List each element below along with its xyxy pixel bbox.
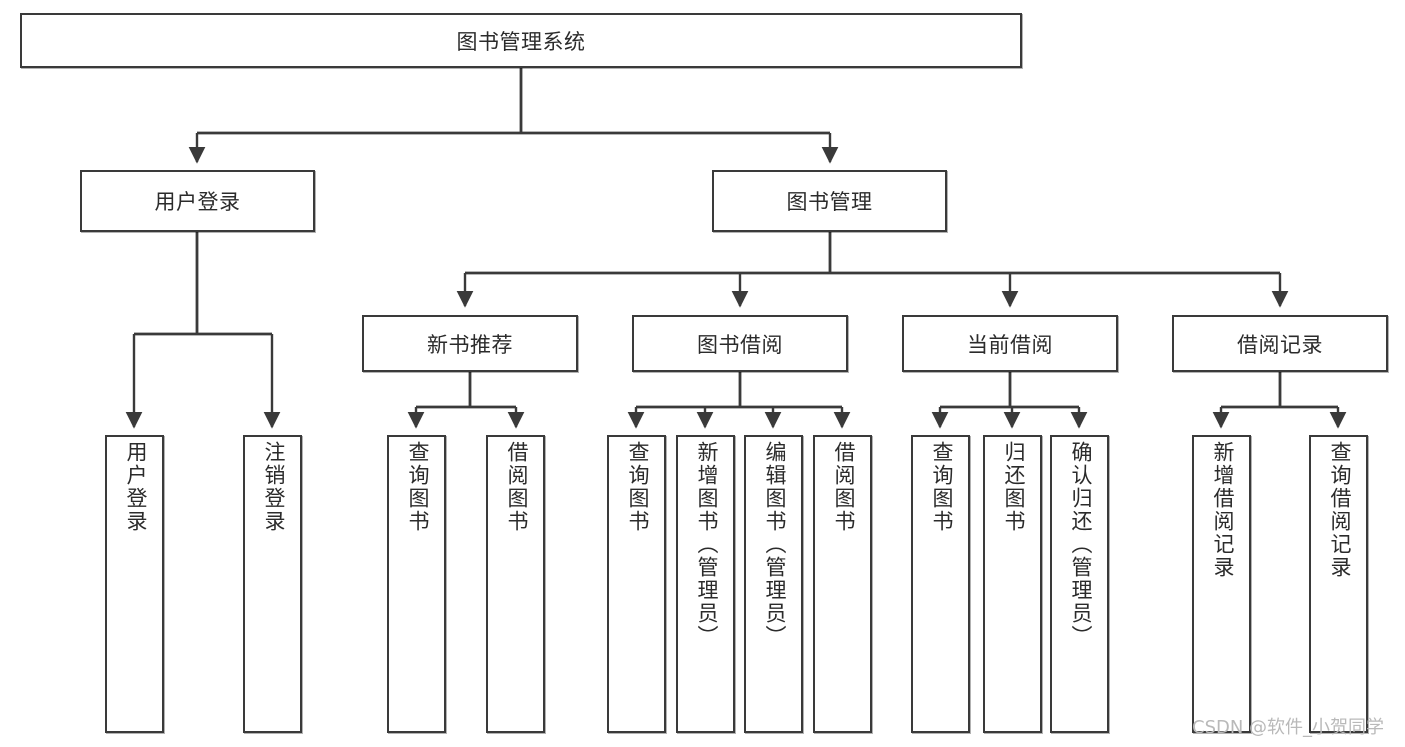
node-current-borrow[interactable]: 当前借阅 <box>902 315 1118 372</box>
node-borrow-records[interactable]: 借阅记录 <box>1172 315 1388 372</box>
node-borrow-records-label: 借阅记录 <box>1237 333 1323 357</box>
leaf-user-login[interactable]: 用户登录 <box>105 435 164 733</box>
leaf-query-book-new[interactable]: 查询图书 <box>387 435 446 733</box>
csdn-watermark: CSDN @软件_小贺同学 <box>1192 717 1385 738</box>
node-book-borrow-label: 图书借阅 <box>697 333 783 357</box>
leaf-add-book-admin-label: 新增图书（管理员） <box>694 441 718 648</box>
node-root[interactable]: 图书管理系统 <box>20 13 1022 68</box>
node-new-book-recommend-label: 新书推荐 <box>427 333 513 357</box>
node-user-login-label: 用户登录 <box>154 191 241 214</box>
leaf-user-logout-label: 注销登录 <box>261 441 285 533</box>
leaf-user-login-label: 用户登录 <box>123 441 147 533</box>
node-new-book-recommend[interactable]: 新书推荐 <box>362 315 578 372</box>
node-book-borrow[interactable]: 图书借阅 <box>632 315 848 372</box>
leaf-add-borrow-record[interactable]: 新增借阅记录 <box>1192 435 1251 733</box>
leaf-query-book-new-label: 查询图书 <box>405 441 429 533</box>
leaf-lend-book-label: 借阅图书 <box>831 441 855 533</box>
node-user-login[interactable]: 用户登录 <box>80 170 315 232</box>
leaf-confirm-return-admin-label: 确认归还（管理员） <box>1068 441 1092 648</box>
leaf-return-book-label: 归还图书 <box>1001 441 1025 533</box>
leaf-query-book-current-label: 查询图书 <box>929 441 953 533</box>
leaf-borrow-book-new-label: 借阅图书 <box>504 441 528 533</box>
leaf-return-book[interactable]: 归还图书 <box>983 435 1042 733</box>
leaf-lend-book[interactable]: 借阅图书 <box>813 435 872 733</box>
node-current-borrow-label: 当前借阅 <box>967 333 1053 357</box>
leaf-query-book-borrow-label: 查询图书 <box>625 441 649 533</box>
leaf-user-logout[interactable]: 注销登录 <box>243 435 302 733</box>
leaf-query-borrow-record[interactable]: 查询借阅记录 <box>1309 435 1368 733</box>
leaf-add-book-admin[interactable]: 新增图书（管理员） <box>676 435 735 733</box>
leaf-edit-book-admin[interactable]: 编辑图书（管理员） <box>744 435 803 733</box>
leaf-query-borrow-record-label: 查询借阅记录 <box>1327 441 1351 579</box>
leaf-edit-book-admin-label: 编辑图书（管理员） <box>762 441 786 648</box>
node-book-management-label: 图书管理 <box>786 191 873 214</box>
leaf-add-borrow-record-label: 新增借阅记录 <box>1210 441 1234 579</box>
node-root-label: 图书管理系统 <box>456 30 586 54</box>
leaf-query-book-borrow[interactable]: 查询图书 <box>607 435 666 733</box>
leaf-confirm-return-admin[interactable]: 确认归还（管理员） <box>1050 435 1109 733</box>
leaf-borrow-book-new[interactable]: 借阅图书 <box>486 435 545 733</box>
node-book-management[interactable]: 图书管理 <box>712 170 947 232</box>
leaf-query-book-current[interactable]: 查询图书 <box>911 435 970 733</box>
